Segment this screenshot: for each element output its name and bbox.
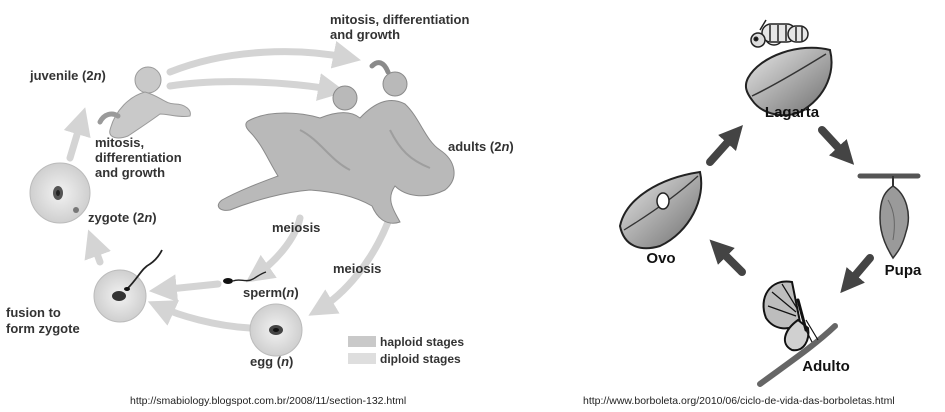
caterpillar-body — [751, 20, 808, 47]
label-meiosis-1: meiosis — [272, 220, 320, 235]
label-mitosis-top-line2: and growth — [330, 27, 400, 42]
arrow-juvenile-to-adults-lower — [170, 82, 335, 90]
juvenile-close: ) — [102, 68, 106, 83]
chrysalis — [860, 176, 918, 258]
source-url-left: http://smabiology.blogspot.com.br/2008/1… — [130, 395, 406, 407]
arrow-fusion-to-zygote-cell — [92, 240, 100, 262]
label-juvenile: juvenile (2n) — [29, 68, 106, 83]
adults-n: n — [501, 139, 509, 154]
butterfly-life-cycle-diagram: Lagarta Pupa Adulto — [583, 20, 922, 407]
egg-cell — [250, 304, 302, 356]
sperm-n: n — [286, 285, 294, 300]
label-fusion-line2: form zygote — [6, 321, 80, 336]
caterpillar-on-leaf — [746, 20, 832, 115]
egg-close: ) — [289, 354, 293, 369]
sperm-close: ) — [294, 285, 298, 300]
juvenile-n: n — [94, 68, 102, 83]
juvenile-text: juvenile (2 — [29, 68, 94, 83]
arrow-lagarta-to-pupa — [822, 130, 846, 156]
legend-swatch-diploid — [348, 353, 376, 364]
label-meiosis-2: meiosis — [333, 261, 381, 276]
sperm-text: sperm( — [243, 285, 287, 300]
label-zygote: zygote (2n) — [88, 210, 157, 225]
legend-swatch-haploid — [348, 336, 376, 347]
stage-label-lagarta: Lagarta — [765, 104, 820, 121]
egg-on-leaf — [620, 172, 701, 248]
arrow-ovo-to-lagarta — [710, 134, 735, 162]
adults-close: ) — [509, 139, 513, 154]
adults-text: adults (2 — [448, 139, 501, 154]
arrow-pupa-to-adulto — [848, 258, 870, 284]
juvenile-figure — [100, 67, 190, 138]
arrow-egg-to-zygote — [158, 306, 250, 328]
label-mitosis-left-line3: and growth — [95, 165, 165, 180]
legend-label-diploid: diploid stages — [380, 352, 461, 366]
label-fusion-line1: fusion to — [6, 305, 61, 320]
zygote-close: ) — [152, 210, 156, 225]
egg-n: n — [281, 354, 289, 369]
label-egg: egg (n) — [250, 354, 293, 369]
label-mitosis-left-line1: mitosis, — [95, 135, 144, 150]
fusion-cell — [94, 250, 162, 322]
egg-text: egg ( — [250, 354, 282, 369]
stage-label-adulto: Adulto — [802, 358, 849, 375]
source-url-right: http://www.borboleta.org/2010/06/ciclo-d… — [583, 395, 895, 407]
zygote-text: zygote (2 — [88, 210, 144, 225]
label-adults: adults (2n) — [448, 139, 514, 154]
arrow-sperm-to-zygote — [160, 284, 218, 290]
arrow-adulto-to-ovo — [718, 248, 742, 272]
stage-label-ovo: Ovo — [646, 250, 675, 267]
label-mitosis-left-line2: differentiation — [95, 150, 182, 165]
arrow-juvenile-to-adults-top — [170, 52, 350, 72]
zygote-n: n — [144, 210, 152, 225]
label-sperm: sperm(n) — [243, 285, 299, 300]
legend-label-haploid: haploid stages — [380, 335, 464, 349]
zygote-cell — [30, 163, 90, 223]
human-life-cycle-diagram: mitosis, differentiation and growth juve… — [6, 12, 514, 407]
stage-arrows — [710, 130, 870, 284]
label-mitosis-top-line1: mitosis, differentiation — [330, 12, 469, 27]
sperm-tail — [128, 250, 162, 288]
arrow-zygote-to-juvenile — [70, 118, 82, 158]
stage-label-pupa: Pupa — [885, 262, 922, 279]
legend: haploid stages diploid stages — [348, 335, 464, 366]
